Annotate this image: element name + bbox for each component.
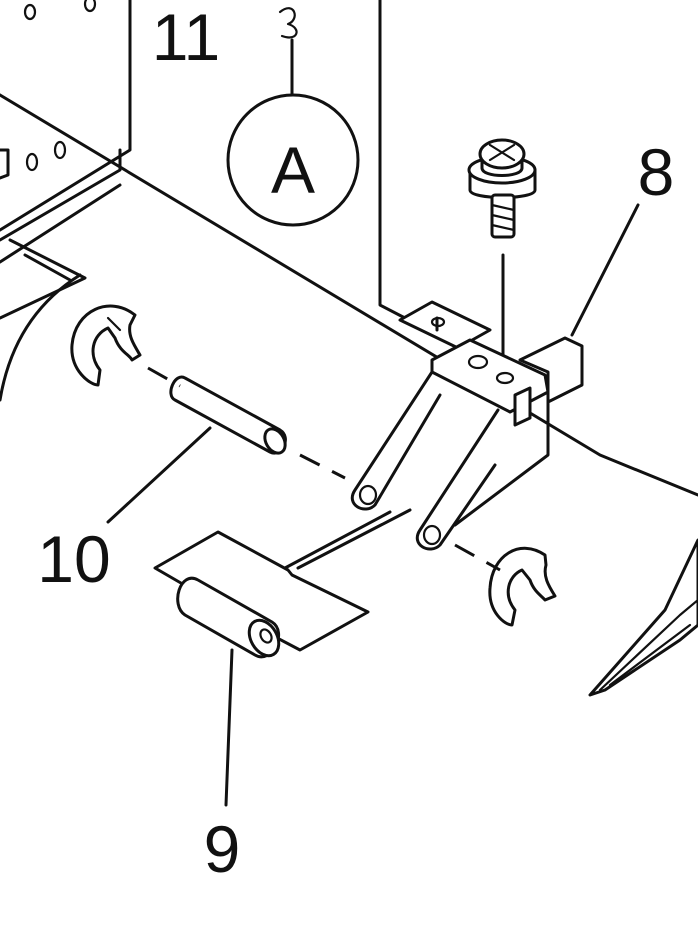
- leader-line-9: [224, 648, 234, 807]
- bracket: [351, 300, 584, 551]
- chassis-frame: [0, 0, 698, 497]
- pin: [169, 375, 287, 455]
- e-ring-right: [488, 546, 557, 627]
- callout-a-label: A: [271, 133, 315, 207]
- roller-assembly: [153, 508, 412, 659]
- leader-line-10: [106, 426, 212, 524]
- callout-a: A: [226, 7, 360, 227]
- part-label-9: 9: [204, 812, 241, 886]
- e-ring-left: [70, 304, 142, 387]
- screw: [467, 138, 537, 374]
- leader-line-8: [570, 203, 640, 337]
- ring-axis: [454, 543, 501, 572]
- pin-axis-2: [299, 453, 346, 480]
- part-label-11: 11: [152, 0, 221, 74]
- leader-line-11: [378, 0, 407, 320]
- pin-axis: [147, 366, 181, 388]
- part-label-10: 10: [37, 522, 110, 596]
- part-label-8: 8: [638, 135, 675, 209]
- lever-part: [588, 538, 698, 697]
